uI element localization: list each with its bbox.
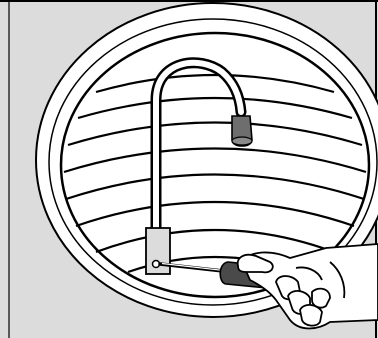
- finger-4: [312, 289, 330, 308]
- lamp-bulb-rim: [232, 137, 252, 145]
